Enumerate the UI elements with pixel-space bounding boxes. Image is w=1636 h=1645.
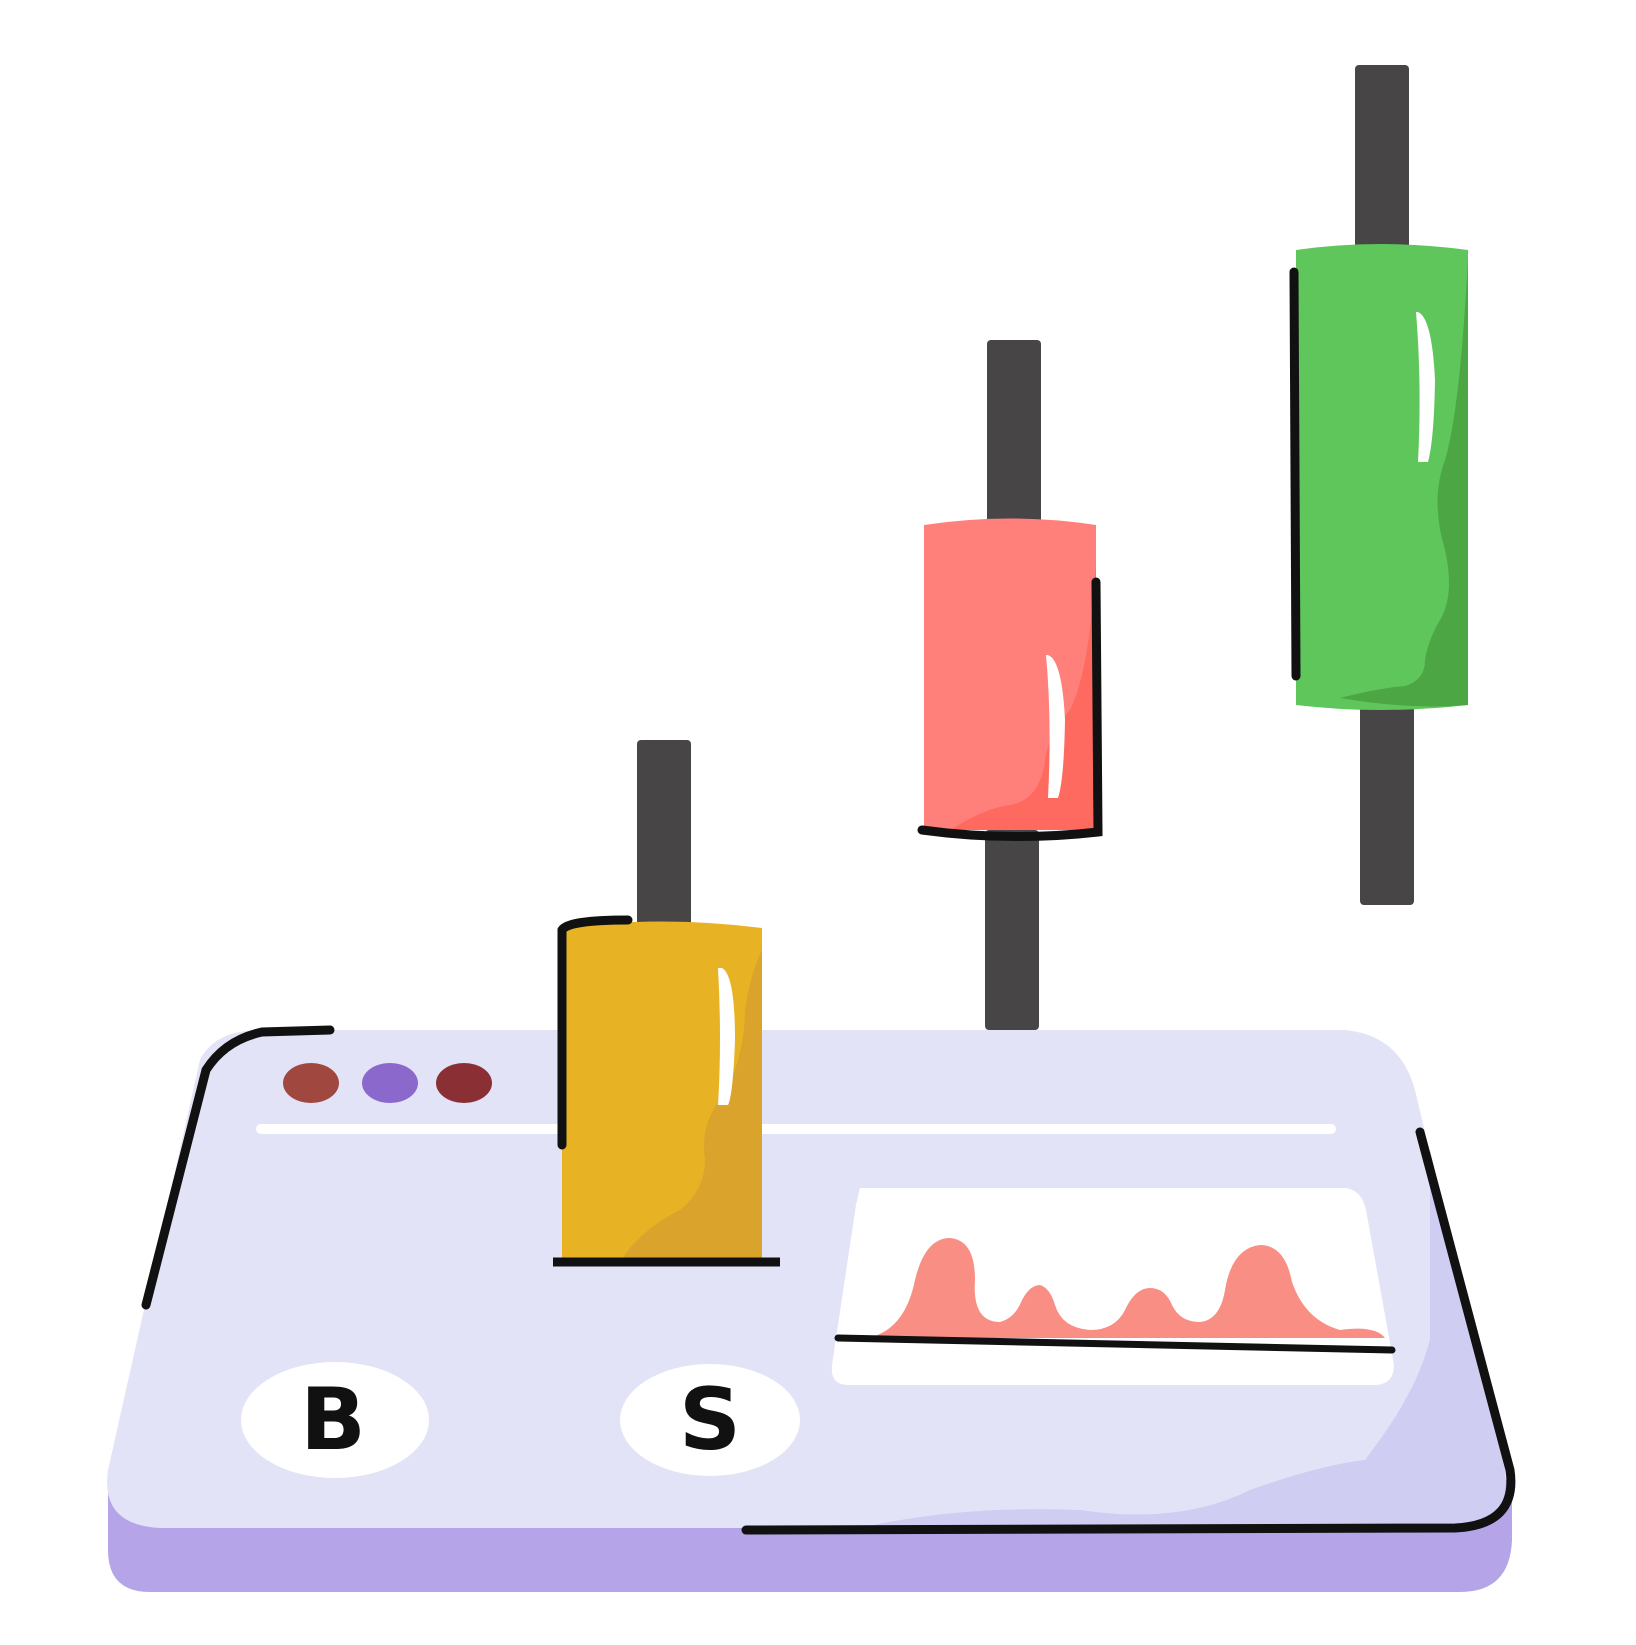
area-chart-icon (868, 1238, 1385, 1338)
candle-yellow-wick (637, 740, 691, 930)
sell-button-label[interactable]: S (679, 1370, 741, 1470)
candle-green-shine (1416, 312, 1435, 462)
buy-button-bg[interactable] (241, 1362, 429, 1478)
sell-button-bg[interactable] (620, 1364, 800, 1476)
panel-outline-right (741, 1127, 1516, 1535)
candle-green-wick-bottom (1360, 700, 1414, 905)
panel-outline (141, 1025, 1516, 1535)
mini-chart-card (831, 1188, 1396, 1385)
candle-red-wick-top (987, 340, 1041, 530)
candle-green-outline (1289, 267, 1301, 681)
candle-yellow-outline (557, 915, 633, 1150)
candle-yellow-shine (718, 968, 735, 1105)
candle-green (1289, 65, 1468, 905)
mini-chart-baseline (834, 1334, 1396, 1354)
candle-green-wick-top (1355, 65, 1409, 255)
candle-red (917, 340, 1103, 1030)
divider (256, 1124, 1336, 1134)
candle-yellow-shade (620, 950, 762, 1262)
dot-maroon[interactable] (436, 1063, 492, 1103)
sell-button[interactable]: S (620, 1364, 800, 1476)
candle-red-wick-bottom (985, 830, 1039, 1030)
dot-purple[interactable] (362, 1063, 418, 1103)
panel-shadow (860, 1150, 1506, 1528)
candle-green-shade (1340, 258, 1468, 707)
window-controls (283, 1063, 492, 1103)
buy-button-label[interactable]: B (300, 1370, 366, 1470)
dot-red[interactable] (283, 1063, 339, 1103)
buy-button[interactable]: B (241, 1362, 429, 1478)
panel-face (107, 1030, 1506, 1528)
candle-yellow (553, 740, 780, 1267)
candle-red-outline (917, 577, 1103, 842)
candle-red-shine (1046, 655, 1065, 798)
panel-outline-topleft (141, 1025, 335, 1310)
